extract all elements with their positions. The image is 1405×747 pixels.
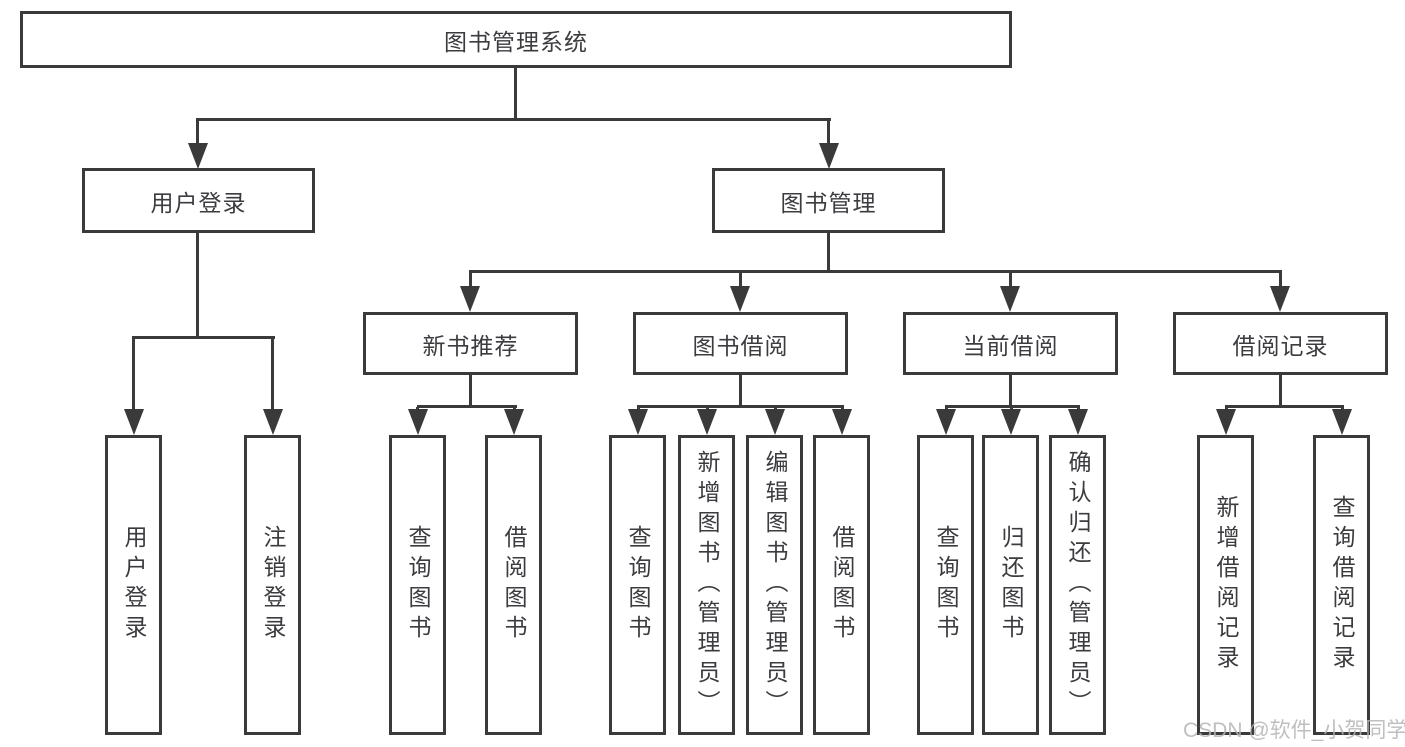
arrowhead-sec3-leaf2 <box>1001 409 1021 435</box>
node-borrow-records-label: 借阅记录 <box>1232 332 1329 359</box>
arrowhead-sec2-leaf3 <box>765 409 785 435</box>
connector-leaf-logout-stem <box>271 338 274 411</box>
connector-sec4-vline <box>1279 375 1282 407</box>
leaf-cb-query-book-label: 查询图书 <box>933 525 959 645</box>
connector-user-login-vline <box>196 233 199 338</box>
node-book-borrow: 图书借阅 <box>633 312 848 375</box>
connector-sec4-branch-hline <box>1225 405 1344 408</box>
arrowhead-sec2-leaf1 <box>628 409 648 435</box>
leaf-bb-add-book-admin-label: 新增图书（管理员） <box>694 450 720 720</box>
arrowhead-sec1-leaf2 <box>504 409 524 435</box>
connector-root-vline <box>514 67 517 120</box>
node-book-management-label: 图书管理 <box>780 189 877 216</box>
connector-sec2-vline <box>739 375 742 407</box>
node-borrow-records: 借阅记录 <box>1173 312 1388 375</box>
leaf-bb-add-book-admin: 新增图书（管理员） <box>678 435 735 735</box>
leaf-bb-edit-book-admin-label: 编辑图书（管理员） <box>762 450 788 720</box>
arrowhead-sec4 <box>1270 286 1290 312</box>
arrowhead-user-login <box>188 143 208 169</box>
connector-book-mgmt-vline <box>827 233 830 272</box>
connector-sec1-stem <box>469 272 472 288</box>
connector-user-login-branch-hline <box>132 336 275 339</box>
arrowhead-book-mgmt <box>819 143 839 169</box>
connector-sec3-vline <box>1009 375 1012 407</box>
arrowhead-sec2 <box>730 286 750 312</box>
arrowhead-sec3 <box>1000 286 1020 312</box>
arrowhead-sec4-leaf2 <box>1332 409 1352 435</box>
arrowhead-sec1 <box>460 286 480 312</box>
leaf-nbr-borrow-book-label: 借阅图书 <box>501 525 527 645</box>
connector-sections-hline <box>469 270 1282 273</box>
connector-sec3-branch-hline <box>945 405 1080 408</box>
node-root-label: 图书管理系统 <box>444 28 588 55</box>
leaf-nbr-query-book: 查询图书 <box>389 435 446 735</box>
arrowhead-leaf-login <box>124 409 144 435</box>
node-book-borrow-label: 图书借阅 <box>692 332 789 359</box>
connector-sec2-stem <box>739 272 742 288</box>
connector-leaf-login-stem <box>132 338 135 411</box>
connector-user-login-stem <box>196 120 199 146</box>
leaf-nbr-borrow-book: 借阅图书 <box>485 435 542 735</box>
leaf-logout-label: 注销登录 <box>260 525 286 645</box>
node-current-borrow: 当前借阅 <box>903 312 1118 375</box>
arrowhead-sec4-leaf1 <box>1216 409 1236 435</box>
node-user-login: 用户登录 <box>82 168 315 233</box>
arrowhead-sec3-leaf3 <box>1068 409 1088 435</box>
arrowhead-sec2-leaf2 <box>697 409 717 435</box>
leaf-cb-return-book-label: 归还图书 <box>998 525 1024 645</box>
arrowhead-sec2-leaf4 <box>832 409 852 435</box>
connector-sec4-stem <box>1279 272 1282 288</box>
arrowhead-sec3-leaf1 <box>936 409 956 435</box>
connector-level2-hline <box>196 118 831 121</box>
connector-sec1-vline <box>469 375 472 407</box>
leaf-cb-confirm-return-admin: 确认归还（管理员） <box>1049 435 1106 735</box>
leaf-bb-query-book-label: 查询图书 <box>625 525 651 645</box>
node-new-book-recommend-label: 新书推荐 <box>422 332 519 359</box>
connector-sec3-stem <box>1009 272 1012 288</box>
leaf-br-add-record-label: 新增借阅记录 <box>1213 495 1239 675</box>
arrowhead-leaf-logout <box>263 409 283 435</box>
node-user-login-label: 用户登录 <box>150 189 247 216</box>
leaf-bb-borrow-book-label: 借阅图书 <box>829 525 855 645</box>
leaf-cb-confirm-return-admin-label: 确认归还（管理员） <box>1065 450 1091 720</box>
leaf-cb-return-book: 归还图书 <box>982 435 1039 735</box>
connector-sec2-branch-hline <box>637 405 844 408</box>
leaf-nbr-query-book-label: 查询图书 <box>405 525 431 645</box>
leaf-br-query-record-label: 查询借阅记录 <box>1329 495 1355 675</box>
leaf-bb-edit-book-admin: 编辑图书（管理员） <box>746 435 803 735</box>
leaf-cb-query-book: 查询图书 <box>917 435 974 735</box>
node-root: 图书管理系统 <box>20 11 1012 68</box>
csdn-watermark: CSDN @软件_小贺同学 <box>1183 719 1405 742</box>
connector-sec1-branch-hline <box>417 405 517 408</box>
node-book-management: 图书管理 <box>712 168 945 233</box>
node-current-borrow-label: 当前借阅 <box>962 332 1059 359</box>
node-new-book-recommend: 新书推荐 <box>363 312 578 375</box>
leaf-user-login: 用户登录 <box>105 435 162 735</box>
leaf-logout: 注销登录 <box>244 435 301 735</box>
connector-book-mgmt-stem <box>827 120 830 146</box>
leaf-br-query-record: 查询借阅记录 <box>1313 435 1370 735</box>
arrowhead-sec1-leaf1 <box>408 409 428 435</box>
leaf-bb-borrow-book: 借阅图书 <box>813 435 870 735</box>
leaf-user-login-label: 用户登录 <box>121 525 147 645</box>
leaf-bb-query-book: 查询图书 <box>609 435 666 735</box>
leaf-br-add-record: 新增借阅记录 <box>1197 435 1254 735</box>
